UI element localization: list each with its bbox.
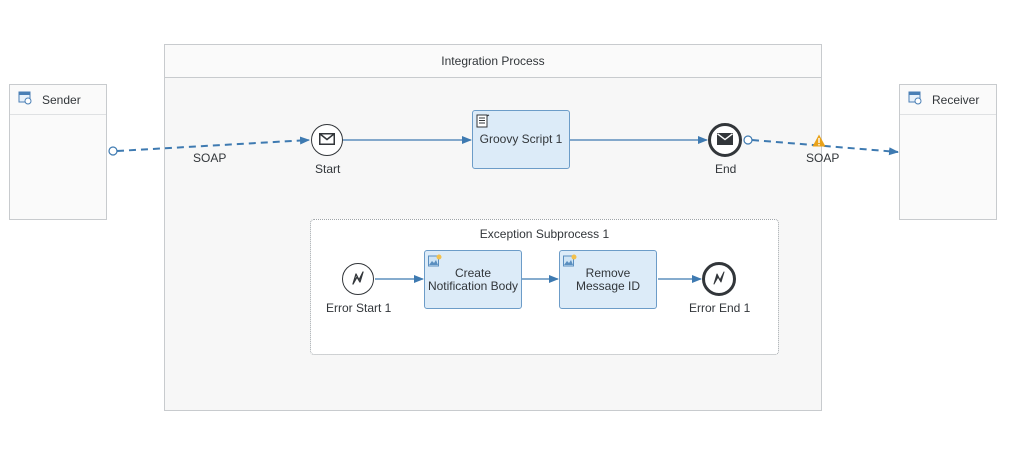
content-modifier-icon [563,254,577,270]
envelope-filled-icon [717,132,733,148]
receiver-header: Receiver [900,85,996,115]
receiver-participant[interactable]: Receiver [899,84,997,220]
participant-icon [18,91,32,108]
sender-header: Sender [10,85,106,115]
start-event[interactable] [311,124,343,156]
script-icon [476,114,490,131]
end-event-label: End [715,162,737,176]
lightning-icon [712,270,726,289]
integration-process-title: Integration Process [165,45,821,78]
content-modifier-icon [428,254,442,270]
sender-participant[interactable]: Sender [9,84,107,220]
sender-to-start-flow[interactable] [108,136,310,156]
task-label-line: Notification Body [427,278,519,293]
receiver-label: Receiver [932,92,980,107]
sender-label: Sender [42,92,81,107]
lightning-icon [351,270,365,289]
envelope-icon [319,132,335,148]
remove-message-id-task[interactable]: Remove Message ID [559,250,657,309]
exception-subprocess-title: Exception Subprocess 1 [479,227,610,241]
receiver-channel-label[interactable]: SOAP [806,151,840,165]
create-notification-body-label: Create Notification Body [427,265,519,293]
exception-subprocess[interactable]: Exception Subprocess 1 [310,219,779,355]
participant-icon [908,91,922,108]
end-event[interactable] [708,123,742,157]
task-label-line: Create [454,265,491,280]
sender-channel-label[interactable]: SOAP [193,151,227,165]
remove-message-id-label: Remove Message ID [575,265,641,293]
create-notification-body-task[interactable]: Create Notification Body [424,250,522,309]
error-end-label: Error End 1 [689,301,751,315]
task-label-line: Remove [585,265,631,280]
error-start-label: Error Start 1 [326,301,392,315]
warning-icon[interactable] [812,134,826,150]
error-end-event[interactable] [702,262,736,296]
groovy-script-label: Groovy Script 1 [479,132,563,146]
error-start-event[interactable] [342,263,374,295]
task-label-line: Message ID [575,278,641,293]
start-event-label: Start [315,162,341,176]
groovy-script-task[interactable]: Groovy Script 1 [472,110,570,169]
